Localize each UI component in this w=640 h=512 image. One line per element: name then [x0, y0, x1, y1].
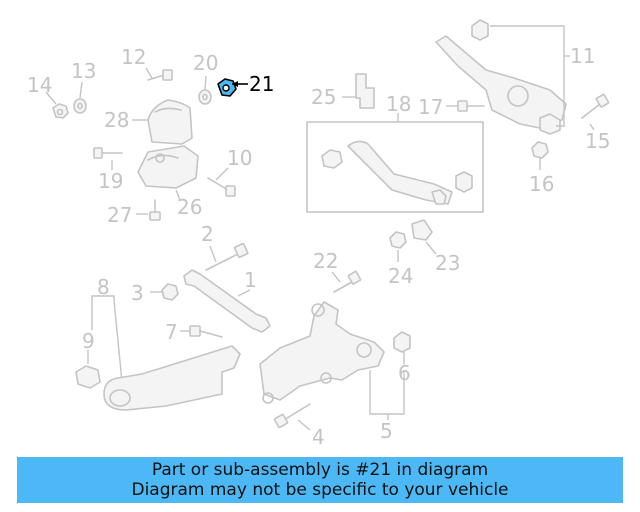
callout-3: 3: [131, 281, 144, 305]
callout-11: 11: [570, 44, 595, 68]
callout-15: 15: [585, 129, 610, 153]
part-12-bolt: 12: [121, 45, 173, 81]
part-3-nut: 3: [131, 281, 179, 305]
part-7-bolt: 7: [165, 320, 223, 344]
part-14-nut: 14: [27, 73, 69, 119]
part-23-clip: 23: [411, 219, 460, 275]
callout-26: 26: [177, 195, 202, 219]
part-11-upper-arm: 11: [435, 19, 595, 135]
callout-7: 7: [165, 320, 178, 344]
callout-28: 28: [104, 108, 129, 132]
part-27-bolt: 27: [107, 199, 161, 227]
callout-8: 8: [97, 275, 110, 299]
callout-23: 23: [435, 251, 460, 275]
callout-10: 10: [227, 146, 252, 170]
part-16-nut: 16: [529, 141, 554, 196]
part-1-lower-link: 1: [183, 268, 271, 333]
part-knuckle: [259, 301, 385, 404]
callout-9: 9: [82, 329, 95, 353]
callout-25: 25: [311, 85, 336, 109]
part-25-bracket: 25: [311, 73, 375, 109]
part-5-bushing-group: 5: [369, 370, 405, 443]
callout-19: 19: [98, 169, 123, 193]
callout-20: 20: [193, 51, 218, 75]
part-22-bolt: 22: [313, 249, 362, 293]
callout-12: 12: [121, 45, 146, 69]
callout-13: 13: [71, 59, 96, 83]
banner-line-2: Diagram may not be specific to your vehi…: [131, 480, 509, 500]
callout-24: 24: [388, 264, 413, 288]
callout-2: 2: [201, 222, 214, 246]
callout-4: 4: [312, 425, 325, 449]
info-banner: Part or sub-assembly is #21 in diagram D…: [17, 457, 623, 503]
callout-16: 16: [529, 172, 554, 196]
part-4-bolt: 4: [273, 403, 325, 449]
callout-22: 22: [313, 249, 338, 273]
banner-line-1: Part or sub-assembly is #21 in diagram: [151, 460, 489, 480]
callout-14: 14: [27, 73, 52, 97]
part-8-trailing-arm: 8: [91, 275, 241, 411]
callout-21: 21: [249, 72, 274, 96]
callout-1: 1: [244, 268, 257, 292]
callout-17: 17: [418, 95, 443, 119]
part-28-mount: 28: [104, 99, 193, 145]
part-10-bolt: 10: [207, 146, 252, 197]
part-6-bushing: 6: [393, 331, 411, 385]
parts-diagram: 14 13 12 28 20 21 19: [27, 19, 610, 449]
callout-6: 6: [398, 361, 411, 385]
part-2-bolt: 2: [201, 222, 249, 271]
part-13-washer: 13: [71, 59, 96, 114]
part-17-bolt: 17: [418, 95, 485, 119]
part-26-bracket: 26: [137, 145, 202, 219]
callout-18: 18: [386, 92, 411, 116]
callout-5: 5: [380, 419, 393, 443]
callout-27: 27: [107, 203, 132, 227]
part-18-control-arm: 18: [306, 92, 484, 213]
part-15-bolt: 15: [581, 93, 610, 153]
part-9-cover: 9: [75, 329, 101, 389]
part-24-nut: 24: [388, 231, 413, 288]
part-20-washer: 20: [193, 51, 218, 105]
part-19-bolt: 19: [93, 147, 123, 193]
part-21-nut-highlighted[interactable]: 21: [217, 72, 274, 97]
